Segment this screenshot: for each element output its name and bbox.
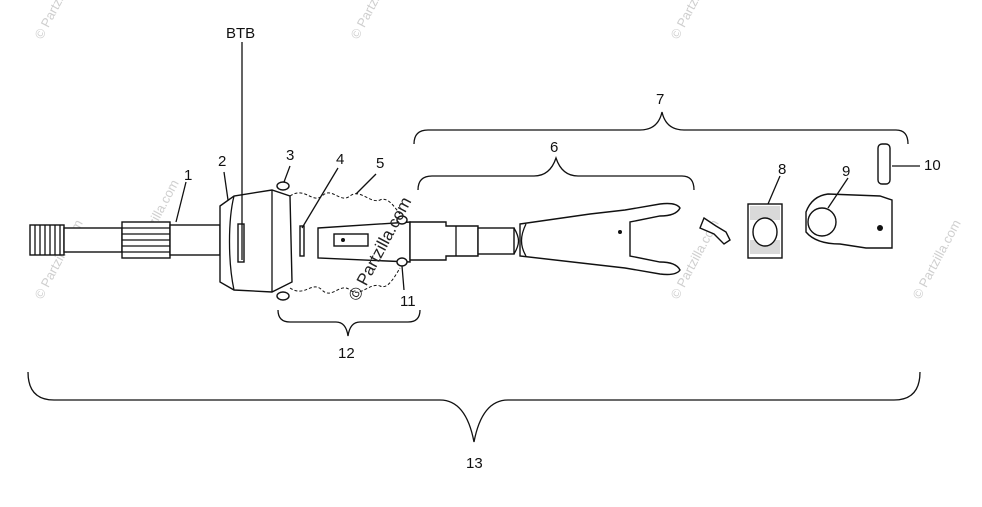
- bracket-7: [413, 111, 909, 145]
- leader-lines: [175, 165, 920, 291]
- watermark: © Partzilla.com: [31, 0, 85, 41]
- snap-ring: [299, 225, 305, 257]
- watermark: © Partzilla.com: [347, 0, 401, 41]
- housing-slot: [237, 223, 245, 263]
- yoke: [805, 193, 893, 249]
- cv-stub-shaft: [29, 221, 221, 259]
- label-part-12: 12: [338, 345, 355, 362]
- watermark: © Partzilla.com: [909, 217, 963, 301]
- label-part-5: 5: [376, 155, 384, 172]
- label-part-7: 7: [656, 91, 664, 108]
- label-part-11: 11: [400, 293, 416, 310]
- label-part-6: 6: [550, 139, 558, 156]
- yoke-shaft: [409, 202, 681, 276]
- label-part-10: 10: [924, 157, 941, 174]
- boot-outline: [289, 192, 401, 294]
- roll-pin: [877, 143, 891, 185]
- label-part-3: 3: [286, 147, 294, 164]
- callout-labels: BTB 1 2 3 4 5 6 7 8 9 10 11 12 13: [184, 25, 941, 472]
- bracket-12: [277, 309, 421, 337]
- thread-marks: [34, 225, 61, 255]
- watermark: © Partzilla.com: [667, 0, 721, 41]
- bracket-13: [27, 371, 921, 443]
- label-part-1: 1: [184, 167, 192, 184]
- ball-top: [276, 181, 290, 191]
- cv-housing: [219, 189, 293, 293]
- bracket-6: [417, 155, 695, 191]
- label-part-13: 13: [466, 455, 483, 472]
- label-part-2: 2: [218, 153, 226, 170]
- inner-stub: [317, 215, 411, 267]
- ball-bottom: [276, 291, 290, 301]
- u-joint-cross: [699, 203, 783, 259]
- label-part-4: 4: [336, 151, 344, 168]
- label-part-9: 9: [842, 163, 850, 180]
- spline-marks: [122, 227, 170, 253]
- label-btb: BTB: [226, 25, 255, 42]
- label-part-8: 8: [778, 161, 786, 178]
- watermark-group: © Partzilla.com © Partzilla.com © Partzi…: [31, 0, 963, 301]
